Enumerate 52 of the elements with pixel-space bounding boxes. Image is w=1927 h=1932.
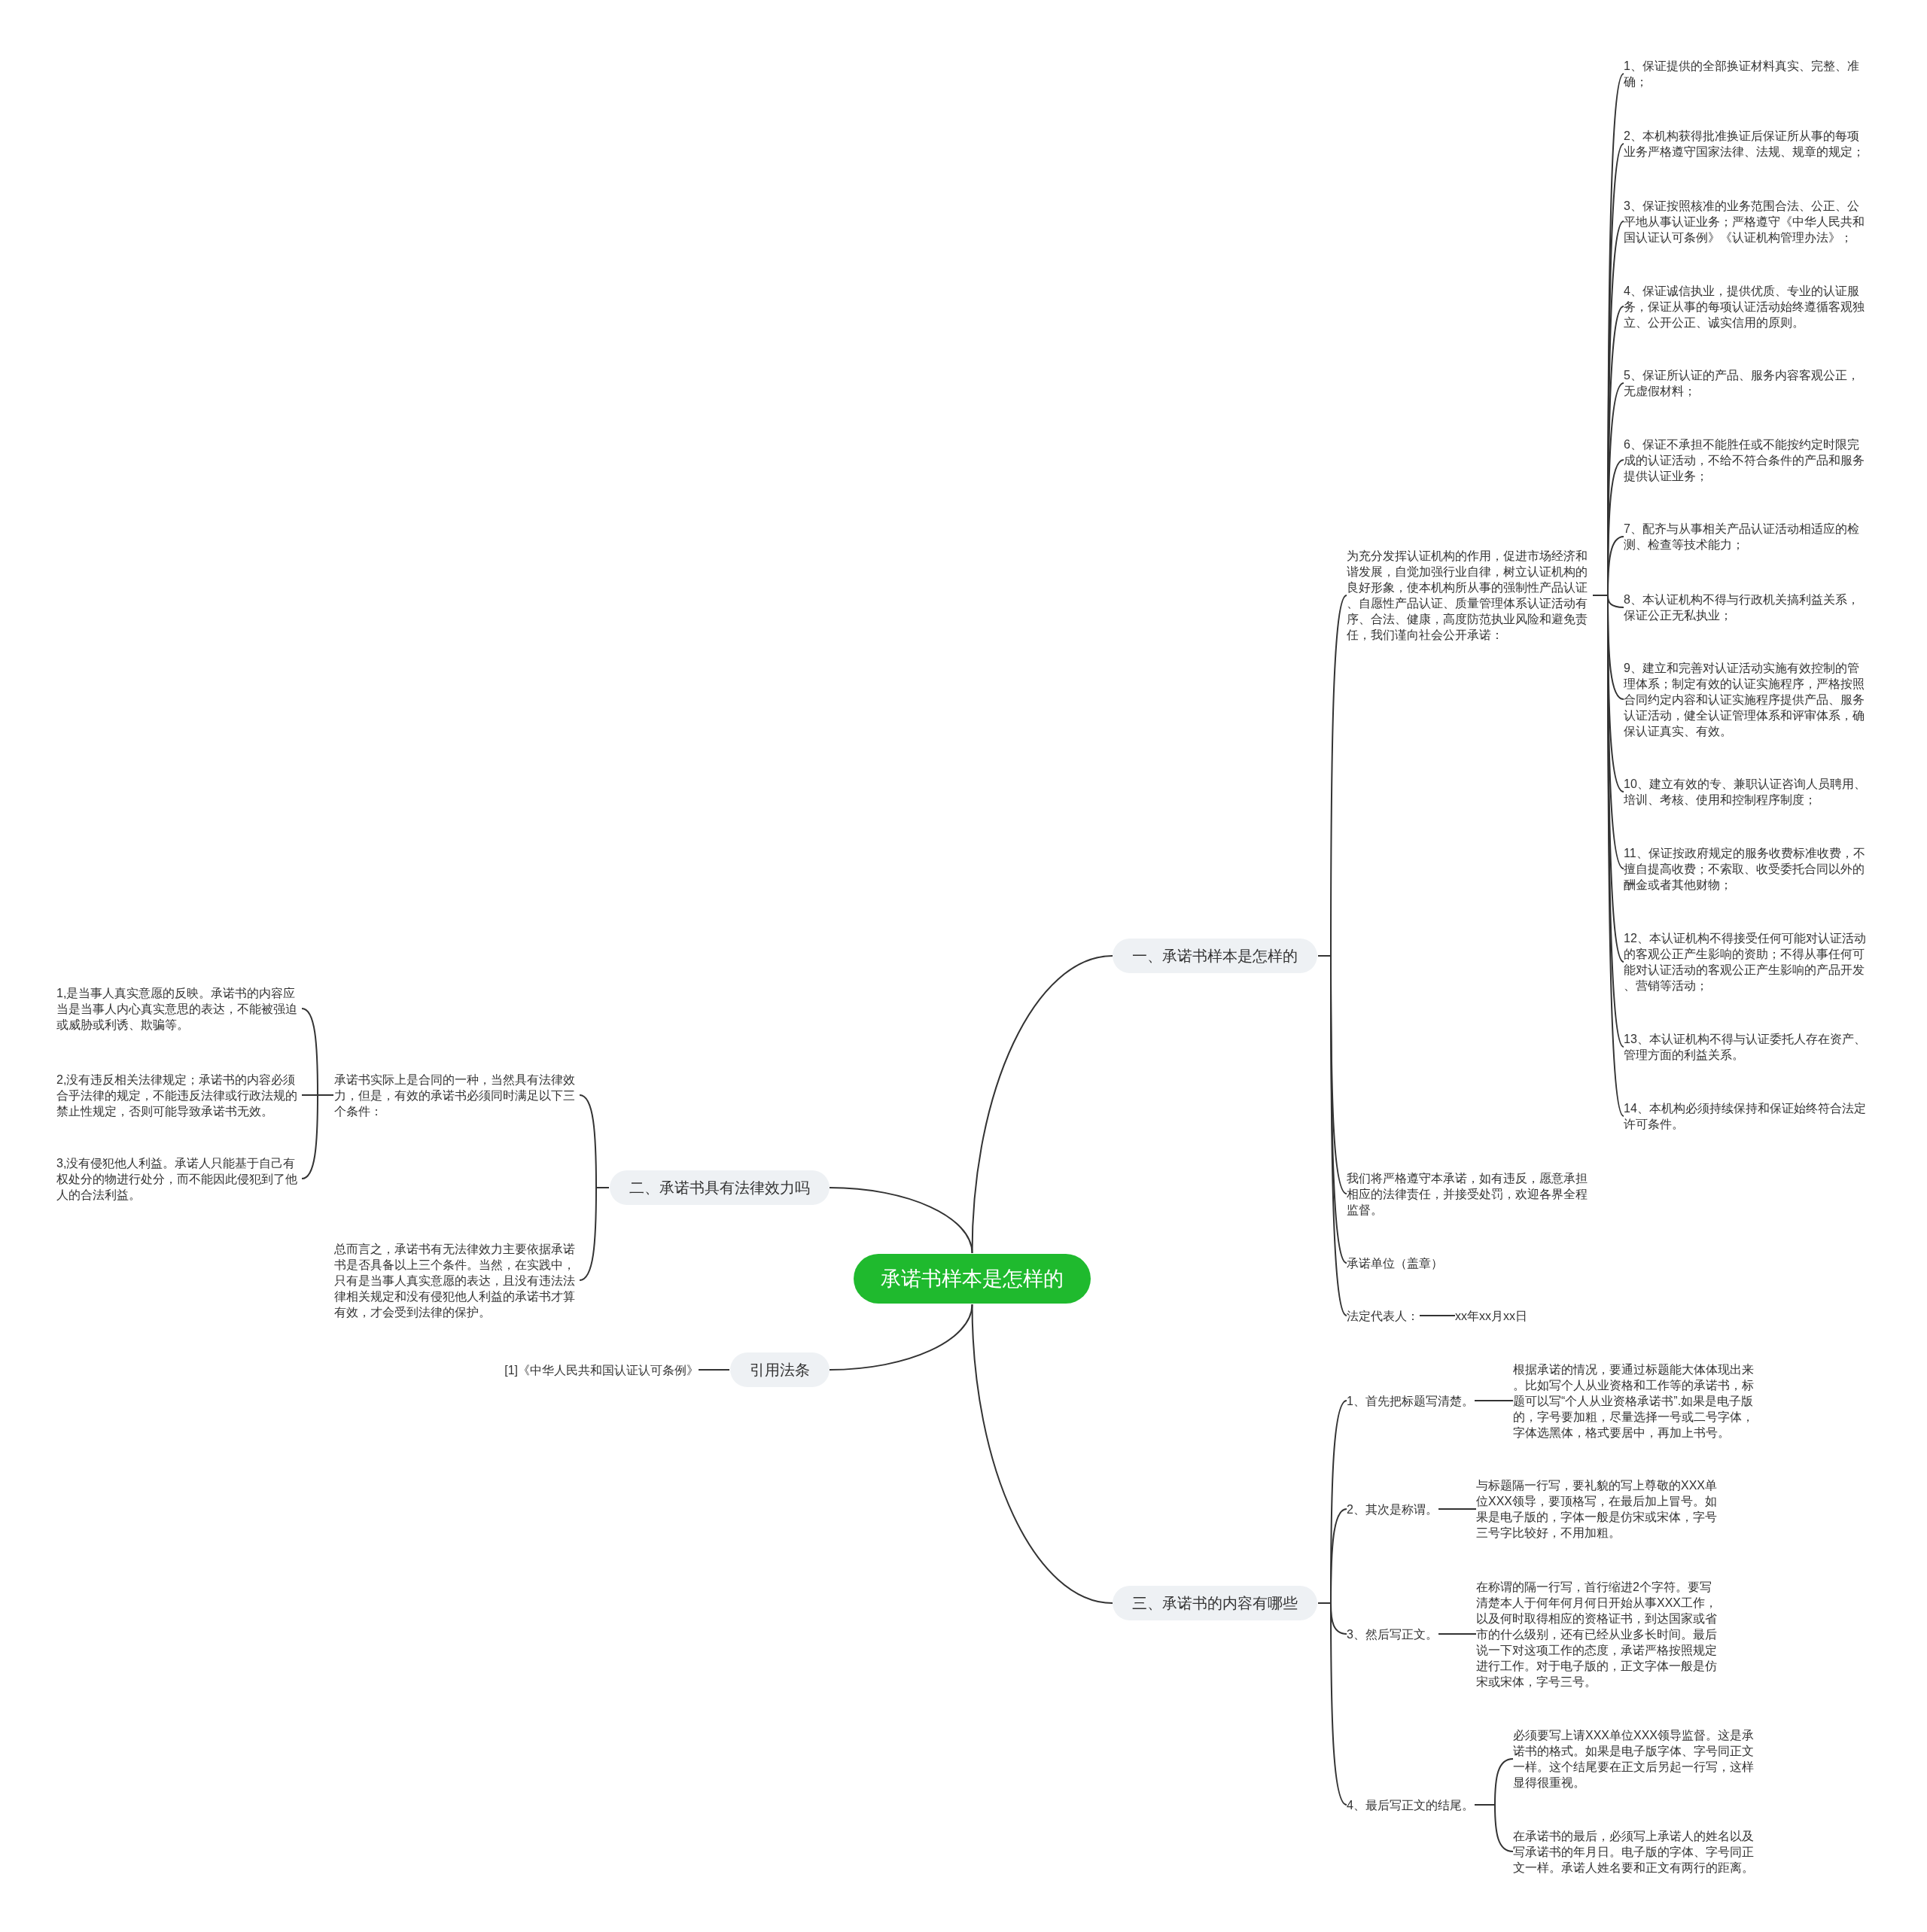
topic-text: xx年xx月xx日 — [1455, 1306, 1527, 1325]
topic-text: 根据承诺的情况，要通过标题能大体体现出来。比如写个人从业资格和工作等的承诺书，标题可以写“个人从业资格承诺书”.如果是电子版的，字号要加粗，尽量选择一号或二号字体，字体选黑体，格式要居中，再加上书号。 — [1513, 1359, 1758, 1442]
topic-text: 2,没有违反相关法律规定；承诺书的内容必须合乎法律的规定，不能违反法律或行政法规的禁止性规定，否则可能导致承诺书无效。 — [56, 1069, 302, 1121]
topic-text: 7、配齐与从事相关产品认证活动相适应的检测、检查等技术能力； — [1624, 519, 1869, 554]
topic-text: 1、首先把标题写清楚。 — [1347, 1391, 1474, 1410]
connector-line — [971, 1304, 1113, 1604]
topic-text: [1]《中华人民共和国认证认可条例》 — [504, 1360, 699, 1380]
topic-text: 4、最后写正文的结尾。 — [1347, 1795, 1474, 1815]
central-topic: 承诺书样本是怎样的 — [854, 1254, 1091, 1304]
connector-line — [1474, 1804, 1514, 1852]
topic-text: 3、然后写正文。 — [1347, 1624, 1438, 1644]
connector-line — [698, 1369, 730, 1371]
topic-text: 3、保证按照核准的业务范围合法、公正、公平地从事认证业务；严格遵守《中华人民共和国认证认可条例》《认证机构管理办法》； — [1624, 196, 1869, 247]
connector-line — [1317, 1602, 1347, 1806]
topic-text: 5、保证所认证的产品、服务内容客观公正，无虚假材料； — [1624, 366, 1869, 400]
topic-text: 2、本机构获得批准换证后保证所从事的每项业务严格遵守国家法律、法规、规章的规定； — [1624, 126, 1869, 161]
topic-text: 10、建立有效的专、兼职认证咨询人员聘用、培训、考核、使用和控制程序制度； — [1624, 774, 1869, 809]
connector-line — [1474, 1400, 1514, 1401]
topic-text: 必须要写上请XXX单位XXX领导监督。这是承诺书的格式。如果是电子版字体、字号同正文一样。这个结尾要在正文后另起一行写，这样显得很重视。 — [1513, 1726, 1758, 1792]
topic-text: 3,没有侵犯他人利益。承诺人只能基于自己有权处分的物进行处分，而不能因此侵犯到了他人的合法利益。 — [56, 1153, 302, 1204]
connector-line — [1419, 1315, 1456, 1316]
topic-text: 为充分发挥认证机构的作用，促进市场经济和谐发展，自觉加强行业自律，树立认证机构的良好形象，使本机构所从事的强制性产品认证、自愿性产品认证、质量管理体系认证活动有序、合法、健康，高度防范执业风险和避免责任，我们谨向社会公开承诺： — [1347, 546, 1592, 644]
main-topic: 引用法条 — [730, 1352, 830, 1387]
connector-line — [301, 1094, 334, 1179]
main-topic: 三、承诺书的内容有哪些 — [1113, 1586, 1317, 1620]
topic-text: 在承诺书的最后，必须写上承诺人的姓名以及写承诺书的年月日。电子版的字体、字号同正文一样。承诺人姓名要和正文有两行的距离。 — [1513, 1826, 1758, 1877]
topic-text: 1,是当事人真实意愿的反映。承诺书的内容应当是当事人内心真实意思的表达，不能被强迫或威胁或利诱、欺骗等。 — [56, 983, 302, 1034]
topic-text: 在称谓的隔一行写，首行缩进2个字符。要写清楚本人于何年何月何日开始从事XXX工作，以及何时取得相应的资格证书，到达国家或省市的什么级别，还有已经从业多长时间。最后说一下对这项工作的态度，承诺严格按照规定进行工作。对于电子版的，正文字体一般是仿宋或宋体，字号三号。 — [1476, 1577, 1722, 1691]
main-topic: 一、承诺书样本是怎样的 — [1113, 939, 1317, 973]
connector-line — [971, 955, 1113, 1254]
connector-line — [1438, 1633, 1477, 1635]
topic-text: 1、保证提供的全部换证材料真实、完整、准确； — [1624, 56, 1869, 91]
topic-text: 13、本认证机构不得与认证委托人存在资产、管理方面的利益关系。 — [1624, 1030, 1869, 1064]
connector-line — [829, 1187, 973, 1254]
topic-text: 14、本机构必须持续保持和保证始终符合法定许可条件。 — [1624, 1099, 1869, 1133]
connector-line — [1438, 1508, 1477, 1510]
topic-text: 9、建立和完善对认证活动实施有效控制的管理体系；制定有效的认证实施程序，严格按照合同约定内容和认证实施程序提供产品、服务认证活动，健全认证管理体系和评审体系，确保认证真实、有效。 — [1624, 658, 1869, 741]
topic-text: 8、本认证机构不得与行政机关搞利益关系，保证公正无私执业； — [1624, 590, 1869, 625]
topic-text: 总而言之，承诺书有无法律效力主要依据承诺书是否具备以上三个条件。当然，在实践中，只有是当事人真实意愿的表达，且没有违法法律相关规定和没有侵犯他人利益的承诺书才算有效，才会受到法律的保护。 — [334, 1239, 580, 1322]
topic-text: 我们将严格遵守本承诺，如有违反，愿意承担相应的法律责任，并接受处罚，欢迎各界全程监督。 — [1347, 1168, 1592, 1219]
main-topic: 二、承诺书具有法律效力吗 — [610, 1170, 830, 1205]
topic-text: 承诺书实际上是合同的一种，当然具有法律效力，但是，有效的承诺书必须同时满足以下三个条件： — [334, 1069, 580, 1121]
topic-text: 4、保证诚信执业，提供优质、专业的认证服务，保证从事的每项认证活动始终遵循客观独立、公开公正、诚实信用的原则。 — [1624, 281, 1869, 332]
topic-text: 6、保证不承担不能胜任或不能按约定时限完成的认证活动，不给不符合条件的产品和服务提供认证业务； — [1624, 434, 1869, 485]
connector-line — [579, 1187, 610, 1281]
topic-text: 与标题隔一行写，要礼貌的写上尊敬的XXX单位XXX领导，要顶格写，在最后加上冒号。如果是电子版的，字体一般是仿宋或宋体，字号三号字比较好，不用加粗。 — [1476, 1476, 1722, 1542]
topic-text: 2、其次是称谓。 — [1347, 1499, 1438, 1519]
connector-line — [829, 1304, 973, 1371]
topic-text: 法定代表人： — [1347, 1306, 1419, 1325]
topic-text: 12、本认证机构不得接受任何可能对认证活动的客观公正产生影响的资助；不得从事任何可能对认证活动的客观公正产生影响的产品开发、营销等活动； — [1624, 929, 1869, 995]
topic-text: 11、保证按政府规定的服务收费标准收费，不擅自提高收费；不索取、收受委托合同以外的酬金或者其他财物； — [1624, 843, 1869, 894]
topic-text: 承诺单位（盖章） — [1347, 1253, 1443, 1273]
